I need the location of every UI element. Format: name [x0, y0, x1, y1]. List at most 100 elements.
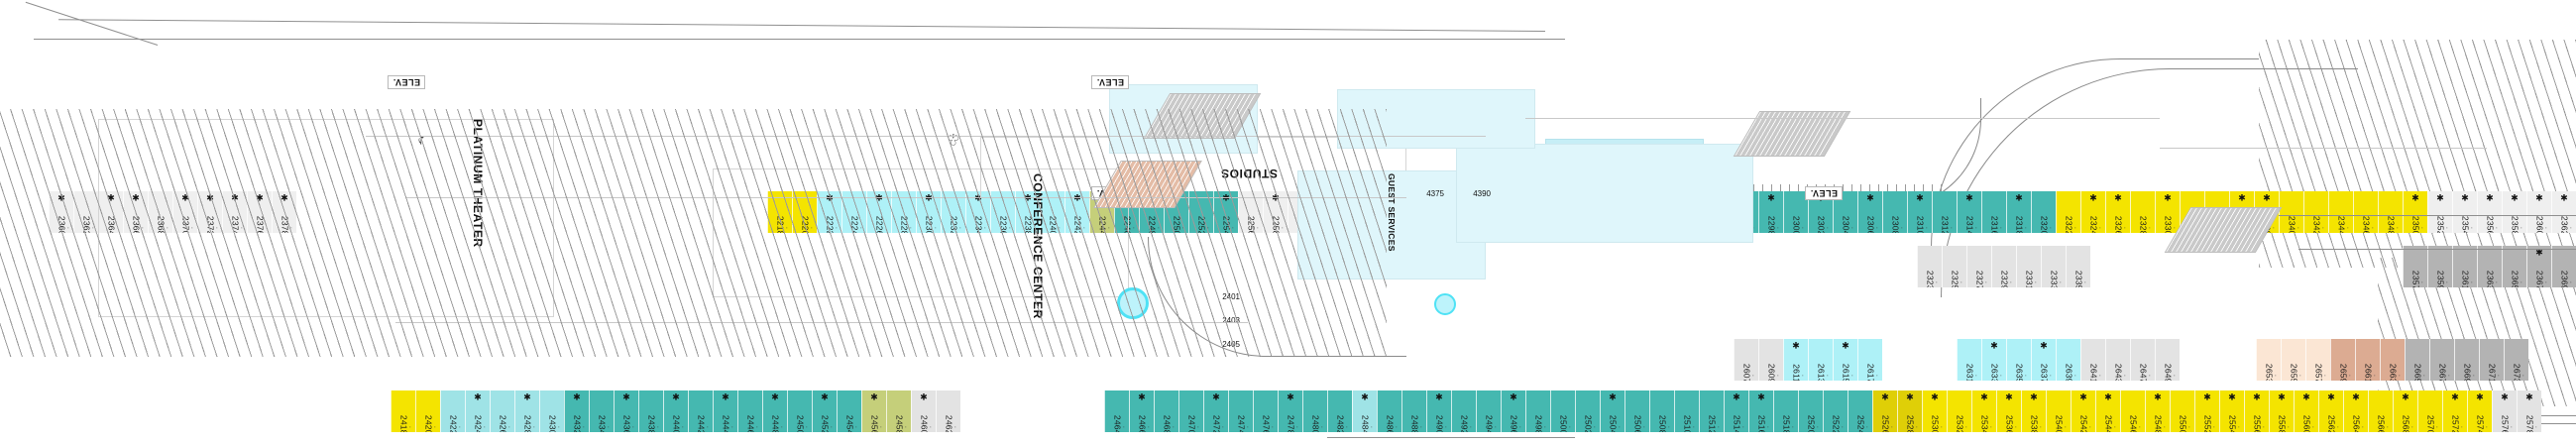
- cabin-2566[interactable]: ·2566: [2368, 390, 2393, 432]
- cabin-2326[interactable]: ·2326✱: [2105, 191, 2130, 233]
- cabin-2667[interactable]: ·2667: [2429, 339, 2454, 381]
- elevator-bank-aft-2[interactable]: ELEV.: [1805, 186, 1843, 200]
- cabin-2643[interactable]: ·2643: [2105, 339, 2130, 381]
- cabin-2470[interactable]: ·2470: [1178, 390, 1203, 432]
- cabin-2462[interactable]: ·2462: [936, 390, 960, 432]
- cabin-2631[interactable]: ·2631: [1957, 339, 1981, 381]
- cabin-2633[interactable]: ·2633✱: [1981, 339, 2006, 381]
- cabin-2550[interactable]: ·2550: [2170, 390, 2194, 432]
- cabin-2639[interactable]: ·2639⟷: [2056, 339, 2080, 381]
- cabin-2482[interactable]: ·2482: [1327, 390, 1352, 432]
- cabin-2500[interactable]: ·2500: [1550, 390, 1575, 432]
- cabin-2428[interactable]: ·2428✱⟷: [514, 390, 539, 432]
- cabin-2530[interactable]: ·2530✱⟷: [1922, 390, 1947, 432]
- cabin-2520[interactable]: ·2520: [1798, 390, 1823, 432]
- cabin-2506[interactable]: ·2506: [1624, 390, 1649, 432]
- cabin-2649[interactable]: ·2649: [2155, 339, 2180, 381]
- cabin-2314[interactable]: ·2314✱⟷: [1957, 191, 1981, 233]
- cabin-2564[interactable]: ·2564✱: [2343, 390, 2368, 432]
- cabin-2320[interactable]: ·2320: [2031, 191, 2056, 233]
- cabin-2570[interactable]: ·2570⟷: [2417, 390, 2442, 432]
- cabin-2609[interactable]: ·2609⟷: [1758, 339, 1783, 381]
- cabin-2454[interactable]: ·2454⟷: [837, 390, 861, 432]
- cabin-2548[interactable]: ·2548✱: [2145, 390, 2170, 432]
- cabin-2552[interactable]: ·2552✱: [2194, 390, 2219, 432]
- cabin-2354[interactable]: ·2354✱⟷: [2452, 191, 2477, 233]
- cabin-2330[interactable]: ·2330✱: [2155, 191, 2180, 233]
- cabin-2613[interactable]: ·2613: [1808, 339, 1833, 381]
- cabin-2424[interactable]: ·2424✱: [465, 390, 490, 432]
- lounge-block-b[interactable]: [1456, 144, 1753, 243]
- cabin-2669[interactable]: ·2669: [2454, 339, 2479, 381]
- cabin-2456[interactable]: ·2456✱: [861, 390, 886, 432]
- cabin-2488[interactable]: ·2488: [1401, 390, 1426, 432]
- cabin-2352[interactable]: ·2352✱: [2427, 191, 2452, 233]
- cabin-2572[interactable]: ·2572✱: [2442, 390, 2467, 432]
- cabin-2578[interactable]: ·2578✱: [2517, 390, 2541, 432]
- cabin-2514[interactable]: ·2514✱⟷: [1724, 390, 1748, 432]
- cabin-2438[interactable]: ·2438: [638, 390, 663, 432]
- cabin-2363[interactable]: ·2363: [2477, 246, 2502, 287]
- cabin-2611[interactable]: ·2611✱: [1783, 339, 1808, 381]
- cabin-2671[interactable]: ·2671: [2479, 339, 2504, 381]
- cabin-2486[interactable]: ·2486: [1377, 390, 1401, 432]
- cabin-2434[interactable]: ·2434: [589, 390, 614, 432]
- cabin-2325[interactable]: ·2325: [1942, 246, 1966, 287]
- cabin-2474[interactable]: ·2474: [1228, 390, 1253, 432]
- cabin-2472[interactable]: ·2472✱: [1203, 390, 1228, 432]
- cabin-2361[interactable]: ·2361⟷: [2452, 246, 2477, 287]
- cabin-2298[interactable]: ·2298✱⟷: [1758, 191, 1783, 233]
- cabin-2436[interactable]: ·2436✱: [614, 390, 638, 432]
- cabin-2344[interactable]: ·2344⟷: [2328, 191, 2353, 233]
- row-top-port-aft[interactable]: ·2462·2460✱·2458·2456✱·2454⟷·2452✱·2450·…: [391, 390, 960, 432]
- cabin-2466[interactable]: ·2466✱: [1129, 390, 1154, 432]
- cabin-2357[interactable]: ·2357: [2403, 246, 2427, 287]
- cabin-2558[interactable]: ·2558✱: [2269, 390, 2294, 432]
- cabin-2422[interactable]: ·2422: [440, 390, 465, 432]
- cabin-2328[interactable]: ·2328⟷: [2130, 191, 2155, 233]
- cabin-2665[interactable]: ·2665⟷: [2405, 339, 2429, 381]
- cabin-2308[interactable]: ·2308: [1882, 191, 1907, 233]
- cabin-2641[interactable]: ·2641: [2080, 339, 2105, 381]
- cabin-2340[interactable]: ·2340: [2279, 191, 2303, 233]
- cabin-2560[interactable]: ·2560✱⟷: [2294, 390, 2318, 432]
- cabin-2418[interactable]: ·2418: [391, 390, 415, 432]
- cabin-2300[interactable]: ·2300: [1783, 191, 1808, 233]
- cabin-2546[interactable]: ·2546: [2120, 390, 2145, 432]
- cabin-2367[interactable]: ·2367✱: [2526, 246, 2551, 287]
- cabin-2356[interactable]: ·2356✱: [2477, 191, 2502, 233]
- cabin-2536[interactable]: ·2536✱: [1996, 390, 2021, 432]
- cabin-2426[interactable]: ·2426: [490, 390, 514, 432]
- cabin-2554[interactable]: ·2554✱: [2219, 390, 2244, 432]
- cabin-2532[interactable]: ·2532: [1947, 390, 1971, 432]
- cabin-2324[interactable]: ·2324✱: [2080, 191, 2105, 233]
- cabin-2568[interactable]: ·2568✱: [2393, 390, 2417, 432]
- row-lower-mid-grey-2[interactable]: ·2335·2333·2331·2329·2327⟷·2325·2323: [1917, 246, 2090, 287]
- cabin-2647[interactable]: ·2647: [2130, 339, 2155, 381]
- cabin-2450[interactable]: ·2450: [787, 390, 812, 432]
- cabin-2526[interactable]: ·2526✱: [1872, 390, 1897, 432]
- cabin-2333[interactable]: ·2333: [2041, 246, 2066, 287]
- cabin-2430[interactable]: ·2430: [539, 390, 564, 432]
- cabin-2673[interactable]: ·2673: [2504, 339, 2528, 381]
- cabin-2369[interactable]: ·2369: [2551, 246, 2576, 287]
- cabin-2480[interactable]: ·2480⟷: [1302, 390, 1327, 432]
- cabin-2442[interactable]: ·2442: [688, 390, 713, 432]
- cabin-2346[interactable]: ·2346: [2353, 191, 2378, 233]
- cabin-2657[interactable]: ·2657: [2305, 339, 2330, 381]
- cabin-2615[interactable]: ·2615✱: [1833, 339, 1857, 381]
- cabin-2464[interactable]: ·2464: [1104, 390, 1129, 432]
- cabin-2512[interactable]: ·2512: [1699, 390, 1724, 432]
- row-upper-mid-grey[interactable]: ·2673·2671·2669·2667·2665⟷·2663·2661·265…: [2256, 339, 2528, 381]
- cabin-2524[interactable]: ·2524: [1848, 390, 1872, 432]
- cabin-2420[interactable]: ·2420: [415, 390, 440, 432]
- cabin-2510[interactable]: ·2510: [1674, 390, 1699, 432]
- cabin-2542[interactable]: ·2542✱: [2071, 390, 2095, 432]
- cabin-2310[interactable]: ·2310✱: [1907, 191, 1932, 233]
- cabin-2318[interactable]: ·2318✱: [2006, 191, 2031, 233]
- cabin-2494[interactable]: ·2494: [1476, 390, 1501, 432]
- cabin-2574[interactable]: ·2574✱: [2467, 390, 2492, 432]
- cabin-2496[interactable]: ·2496✱⟷: [1501, 390, 1525, 432]
- row-upper-mid-cyan[interactable]: ·2617·2615✱·2613·2611✱·2609⟷·2607: [1734, 339, 1882, 381]
- cabin-2359[interactable]: ·2359: [2427, 246, 2452, 287]
